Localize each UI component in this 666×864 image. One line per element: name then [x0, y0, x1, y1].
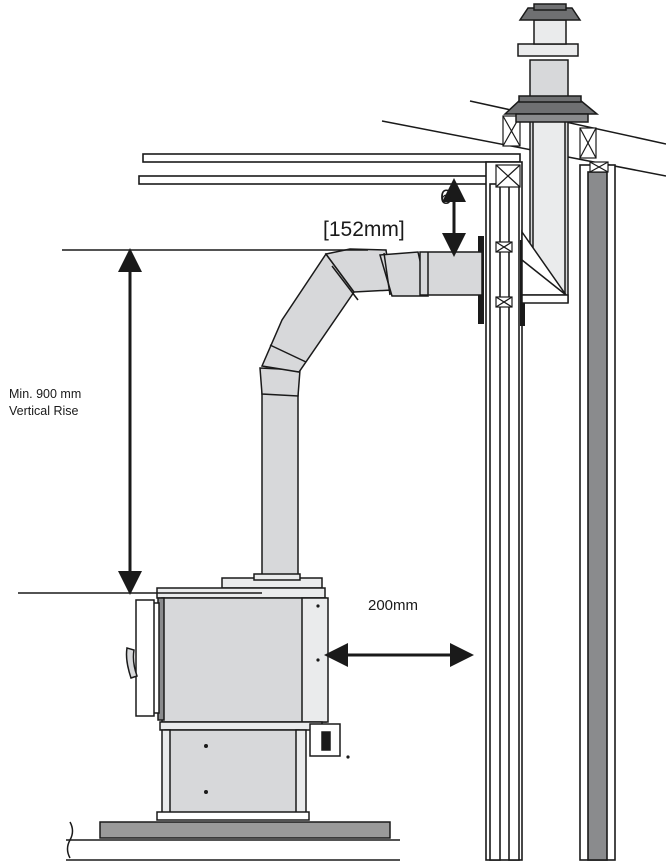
clearance-mm-label: [152mm]: [323, 218, 405, 241]
wood-stove: [125, 573, 341, 821]
stove-details: [204, 604, 350, 794]
vertical-rise-label-line2: Vertical Rise: [9, 404, 79, 418]
ceiling-joists: [138, 153, 521, 185]
clearance-inches-label: 6": [440, 186, 460, 209]
side-clearance-label: 200mm: [368, 597, 419, 614]
wall-cross-braces: [495, 115, 609, 308]
wall-framing: [485, 161, 616, 861]
chimney-support-bracket: [521, 229, 569, 304]
flue-pipe: [259, 248, 483, 579]
hearth-pad: [66, 821, 400, 861]
vertical-rise-label-line1: Min. 900 mm: [9, 387, 82, 401]
